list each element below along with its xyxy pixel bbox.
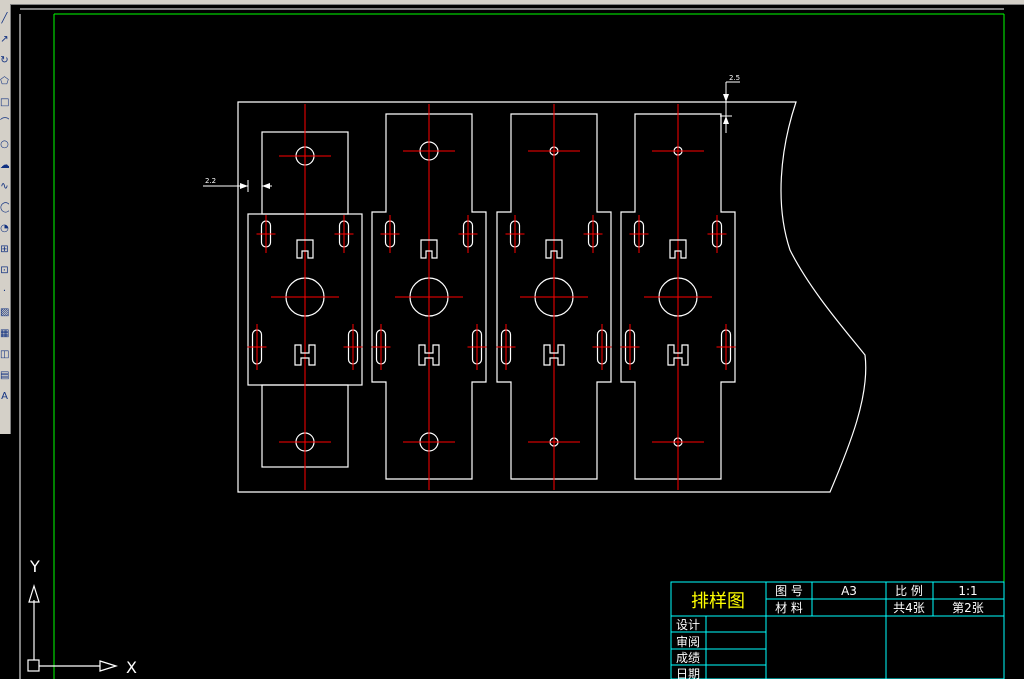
hatch-icon[interactable]: ▨ [0, 307, 9, 318]
insert-block-icon[interactable]: ⊞ [0, 244, 9, 255]
nesting-parts [247, 104, 736, 490]
h-notch [667, 344, 689, 366]
u-notch [545, 239, 563, 259]
date-label: 日期 [676, 667, 700, 679]
revcloud-icon[interactable]: ☁ [0, 160, 9, 171]
arc-icon[interactable]: ⌒ [0, 118, 9, 129]
point-icon[interactable]: · [2, 286, 7, 297]
rectangle-icon[interactable]: □ [0, 97, 9, 108]
strip-outline [237, 101, 867, 493]
drawing-no-value: A3 [841, 584, 857, 598]
region-icon[interactable]: ◫ [0, 349, 9, 360]
drawing-no-label: 图 号 [775, 584, 803, 598]
grade-label: 成绩 [676, 651, 700, 665]
ucs-icon: Y X [27, 557, 137, 677]
dimension-left-gap: 2.2 [203, 177, 272, 192]
line-icon[interactable]: ╱ [1, 13, 8, 24]
polygon-icon[interactable]: ⬠ [0, 76, 9, 87]
dimension-top-text: 2.5 [729, 74, 740, 82]
u-notch [296, 239, 314, 259]
ellipse-arc-icon[interactable]: ◔ [0, 223, 9, 234]
polyline-icon[interactable]: ↗ [0, 34, 9, 45]
table-icon[interactable]: ▤ [0, 370, 9, 381]
draw-toolbar: ╱ ↗ ↻ ⬠ □ ⌒ ○ ☁ ∿ ◯ ◔ ⊞ ⊡ · ▨ ▦ ◫ ▤ A [0, 4, 11, 434]
title-text: 排样图 [691, 591, 745, 612]
h-notch [543, 344, 565, 366]
h-notch [294, 344, 316, 366]
total-sheets: 共4张 [893, 601, 925, 615]
u-notch [420, 239, 438, 259]
u-notch [669, 239, 687, 259]
dimension-top-gap: 2.5 [720, 74, 740, 133]
h-notch [418, 344, 440, 366]
ucs-y-label: Y [29, 557, 40, 576]
multiline-text-icon[interactable]: A [1, 391, 8, 402]
gradient-icon[interactable]: ▦ [0, 328, 9, 339]
window-top-edge [0, 0, 1024, 5]
dimension-left-text: 2.2 [205, 177, 216, 185]
circle-arc-icon[interactable]: ↻ [0, 55, 9, 66]
part-outline [496, 113, 612, 480]
ellipse-icon[interactable]: ◯ [0, 202, 9, 213]
review-label: 审阅 [676, 634, 700, 649]
part-outline [620, 113, 736, 480]
design-label: 设计 [676, 618, 700, 632]
scale-value: 1:1 [958, 584, 977, 598]
part-outline [371, 113, 487, 480]
circle-icon[interactable]: ○ [0, 139, 9, 150]
spline-icon[interactable]: ∿ [0, 181, 9, 192]
make-block-icon[interactable]: ⊡ [0, 265, 9, 276]
ucs-x-label: X [126, 658, 137, 677]
sheet-number: 第2张 [952, 601, 984, 615]
material-label: 材 料 [775, 601, 803, 615]
title-block: 排样图 图 号 A3 比 例 1:1 材 料 共4张 第2张 设计 审阅 成绩 … [670, 581, 1005, 679]
scale-label: 比 例 [895, 584, 923, 598]
